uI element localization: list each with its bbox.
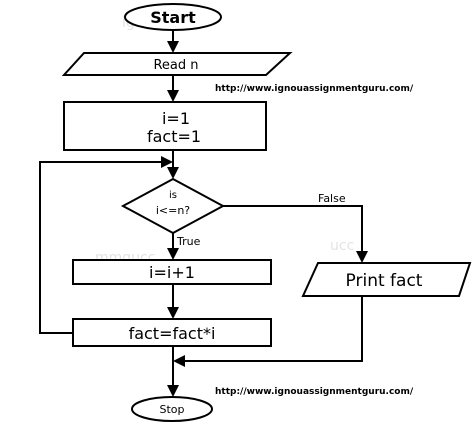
init-process-node: i=1 fact=1 — [63, 101, 267, 151]
increment-rect — [72, 259, 272, 285]
read-parallelogram — [61, 52, 293, 76]
read-label: Read n — [153, 58, 198, 73]
increment-label: i=i+1 — [149, 263, 195, 282]
multiply-process-node: fact=fact*i — [72, 318, 272, 347]
stop-label: Stop — [159, 403, 184, 416]
start-ellipse — [124, 3, 222, 31]
init-rect — [63, 101, 267, 151]
edge-loop-back — [39, 156, 173, 334]
watermark-url-bottom: http://www.ignouassignmentguru.com/ — [215, 387, 414, 397]
edge-print-to-merge — [173, 296, 363, 367]
decision-label-line1: is — [169, 190, 177, 201]
print-output-node: Print fact — [301, 262, 472, 297]
init-fact-label: fact=1 — [147, 127, 201, 146]
multiply-rect — [72, 318, 272, 347]
background-watermark-right: ucc — [330, 238, 354, 254]
false-edge-label: False — [318, 192, 346, 205]
watermark-url-top: http://www.ignouassignmentguru.com/ — [215, 84, 414, 94]
true-edge-label: True — [176, 235, 201, 248]
print-parallelogram — [301, 262, 472, 297]
print-label: Print fact — [346, 271, 423, 291]
read-input-node: Read n — [61, 52, 293, 76]
increment-process-node: i=i+1 — [72, 259, 272, 285]
stop-terminal: Stop — [131, 396, 213, 422]
decision-node: is i<=n? — [120, 177, 226, 235]
decision-diamond — [120, 177, 226, 235]
start-terminal: Start — [124, 3, 222, 31]
edge-false-to-print — [223, 205, 368, 263]
decision-label-line2: i<=n? — [156, 204, 190, 217]
init-i-label: i=1 — [162, 109, 190, 128]
multiply-label: fact=fact*i — [129, 324, 216, 343]
start-label: Start — [150, 8, 196, 27]
stop-ellipse — [131, 396, 213, 422]
